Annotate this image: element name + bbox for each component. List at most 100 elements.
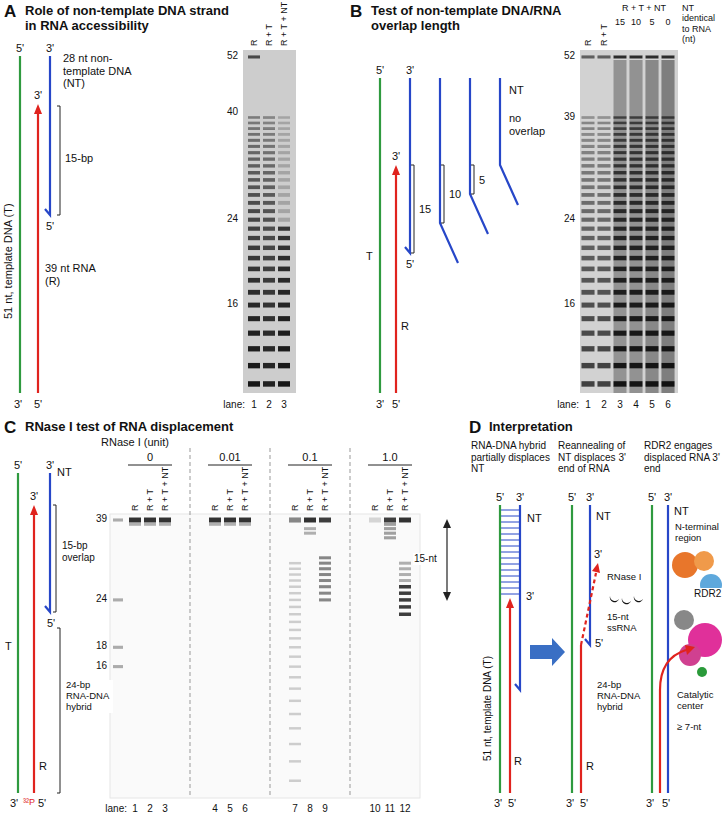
figure-label: 52: [563, 50, 576, 62]
gel-band: [662, 60, 675, 393]
gel-band: [646, 236, 659, 240]
arrowhead: [34, 104, 42, 114]
gel-band: [614, 171, 627, 174]
gel-band: [662, 151, 675, 154]
gel-band: [248, 139, 260, 142]
gel-band: [582, 209, 595, 213]
figure-label: NT: [508, 84, 525, 97]
gel-band: [289, 629, 301, 632]
gel-band: [278, 278, 290, 283]
gel-band: [662, 209, 675, 213]
gel-band: [289, 687, 301, 690]
gel-band: [662, 346, 675, 351]
hatch: [501, 594, 519, 595]
gel-band: [614, 246, 627, 250]
figure-label: 5: [226, 803, 234, 815]
figure-label: 5': [405, 258, 415, 271]
figure-label: 4: [632, 399, 640, 411]
gel-band: [248, 331, 260, 336]
gel-band: [263, 122, 275, 125]
gel-band: [278, 133, 290, 136]
gel-band: [248, 303, 260, 308]
gel-band: [630, 127, 643, 130]
gel-band: [630, 227, 643, 231]
figure-label: T: [365, 250, 374, 263]
gel-band: [399, 573, 411, 576]
figure-label: NT identical to RNA (nt): [681, 3, 725, 44]
figure-label: R: [585, 760, 595, 773]
rnase-symbols: [610, 596, 643, 604]
gel-band: [614, 185, 627, 189]
arrowhead: [685, 645, 695, 655]
gel-band: [662, 267, 675, 272]
gel-band: [662, 246, 675, 250]
gel-band: [662, 133, 675, 136]
gel-band: [662, 303, 675, 308]
arrowhead: [392, 165, 400, 175]
hatch: [501, 576, 519, 577]
gel-band: [263, 151, 275, 154]
figure-label: 3': [585, 491, 595, 504]
gel-band: [289, 606, 301, 609]
panel-a-strands: [20, 56, 60, 393]
gel-band: [289, 655, 301, 658]
gel-band: [239, 523, 251, 526]
gel-band: [646, 158, 659, 161]
gel-band: [278, 127, 290, 130]
rna-strand: [37, 112, 39, 393]
gel-band: [582, 246, 595, 250]
gel-band: [630, 158, 643, 161]
figure-label: 5': [375, 64, 385, 77]
gel-band: [582, 145, 595, 148]
gel-band: [646, 331, 659, 336]
lane-header: R + T + NT: [320, 466, 330, 512]
gel-band: [304, 527, 316, 530]
figure-label: 24-bp RNA-DNA hybrid: [65, 680, 113, 713]
figure-label: ≥ 7-nt: [676, 722, 702, 733]
figure-label: 5: [478, 174, 486, 187]
gel-band: [384, 523, 396, 526]
hatch: [501, 546, 519, 547]
gel-band: [263, 185, 275, 189]
gel-band: [662, 381, 675, 387]
hatch: [501, 552, 519, 553]
figure-label: 6: [241, 803, 249, 815]
gel-band: [263, 246, 275, 250]
figure-label: 3': [663, 491, 673, 504]
gel-band: [630, 267, 643, 272]
gel-band: [248, 218, 260, 222]
gel-band: [144, 523, 156, 526]
template-strand: [571, 505, 573, 793]
gel-band: [598, 278, 611, 283]
gel-band: [646, 193, 659, 197]
gel-band: [662, 193, 675, 197]
figure-label: 5': [37, 797, 47, 810]
gel-band: [248, 171, 260, 174]
gel-band: [598, 246, 611, 250]
figure-label: 3': [493, 797, 503, 810]
figure-label: 5': [15, 42, 25, 55]
gel-band: [614, 193, 627, 197]
figure-label: 5': [495, 491, 505, 504]
gel-band: [646, 133, 659, 136]
gel-band: [224, 518, 236, 523]
lane-header: R + T: [305, 488, 315, 512]
hatch: [501, 570, 519, 571]
gel-band: [598, 236, 611, 240]
gel-band: [289, 592, 301, 595]
figure-label: 0: [146, 451, 154, 464]
gel-band: [646, 346, 659, 351]
separator: [350, 448, 351, 798]
gel-band: [646, 218, 659, 222]
gel-band: [662, 227, 675, 231]
gel-band: [582, 122, 595, 125]
gel-band: [582, 381, 595, 387]
gel-band: [614, 201, 627, 205]
gel-band: [263, 278, 275, 283]
panel-letter: B: [349, 2, 363, 22]
figure-label: 5': [45, 220, 55, 233]
figure-label: 24-bp RNA-DNA hybrid: [596, 680, 644, 713]
gel-band: [263, 236, 275, 240]
gel-band: [646, 278, 659, 283]
